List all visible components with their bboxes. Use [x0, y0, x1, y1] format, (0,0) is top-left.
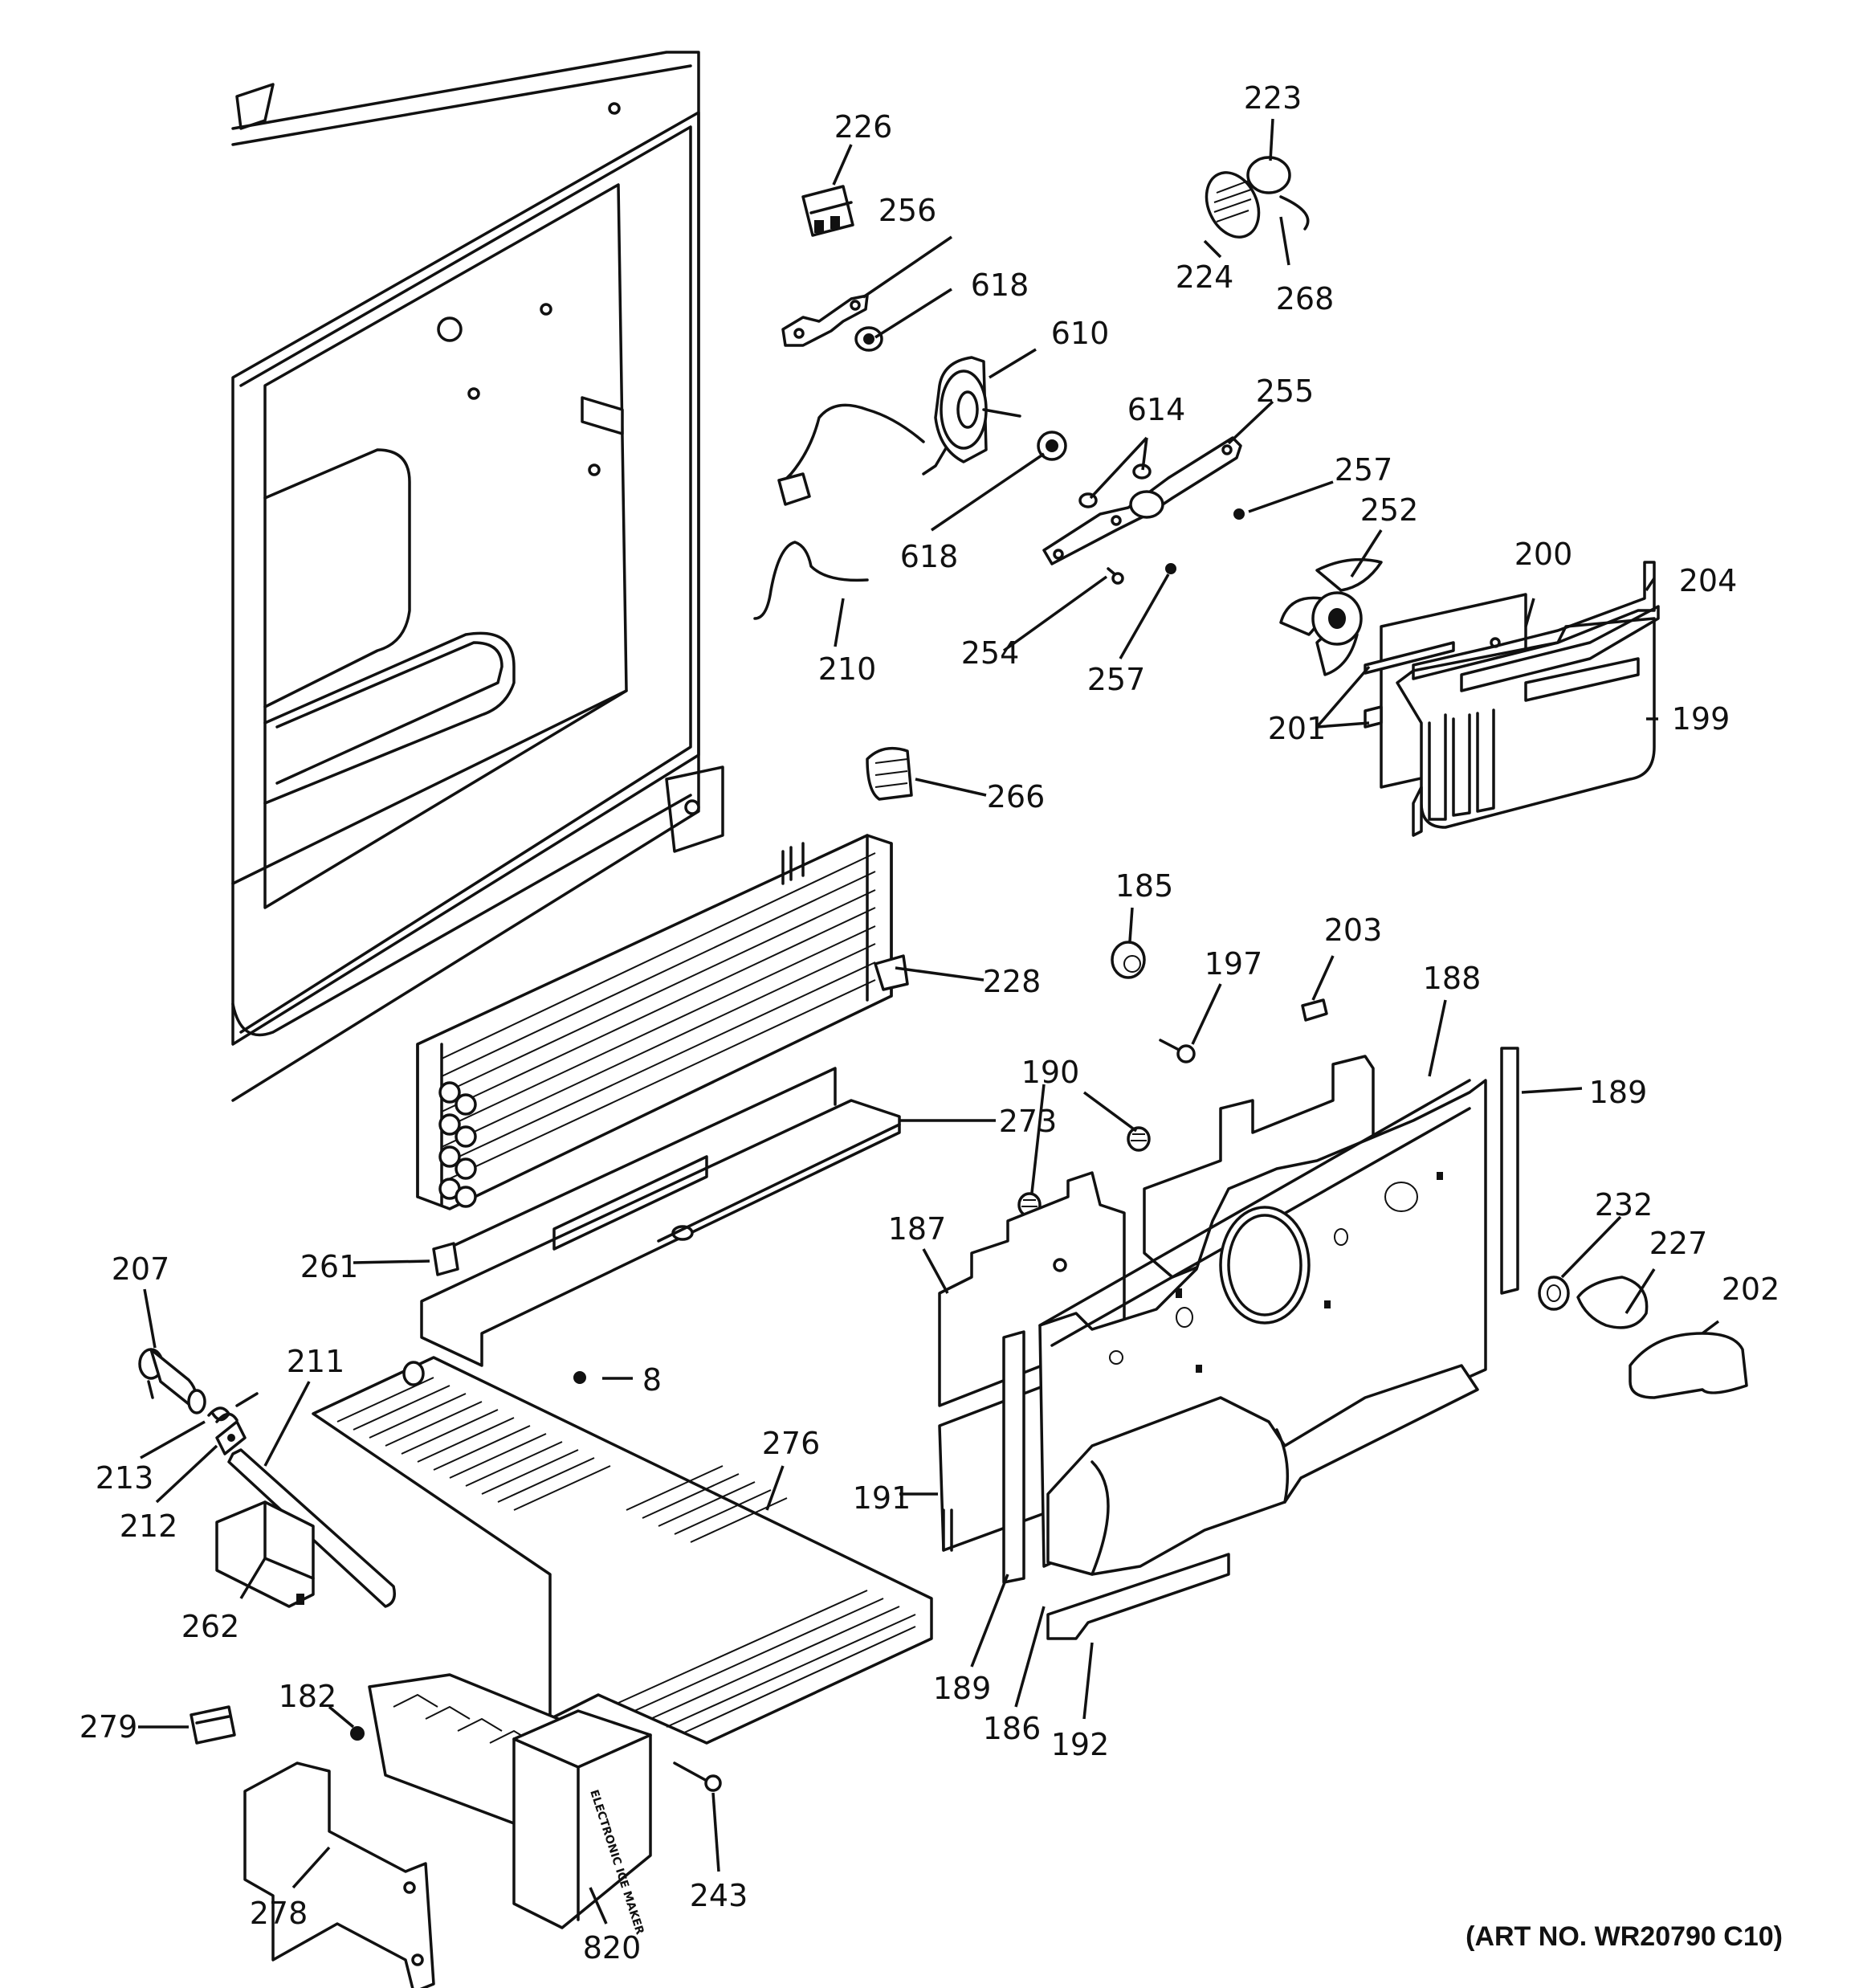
light-socket-232 — [1538, 1276, 1570, 1311]
fan-motor-610 — [777, 356, 1021, 506]
callout-202: 202 — [1721, 1272, 1780, 1307]
callout-204: 204 — [1678, 563, 1738, 598]
callout-224: 224 — [1175, 259, 1234, 295]
callout-255: 255 — [1255, 374, 1315, 409]
grille-276 — [312, 1356, 933, 1745]
drain-trough-273 — [420, 1067, 901, 1367]
callout-201: 201 — [1267, 711, 1327, 746]
air-duct-204 — [1412, 561, 1656, 680]
callout-257-lower: 257 — [1086, 662, 1146, 697]
bucket-tray-262 — [215, 1500, 315, 1608]
callout-618-lower: 618 — [899, 539, 959, 574]
callout-257-upper: 257 — [1334, 452, 1393, 488]
heater-212 — [215, 1420, 247, 1455]
callout-8: 8 — [642, 1362, 662, 1398]
callout-256: 256 — [878, 193, 937, 228]
gasket-189a — [1500, 1047, 1519, 1295]
light-bulb-227 — [1576, 1276, 1649, 1329]
screw-8 — [573, 1371, 586, 1384]
screw-254 — [1107, 567, 1124, 585]
wire-210 — [753, 541, 869, 620]
callout-212: 212 — [119, 1508, 178, 1544]
callout-207: 207 — [111, 1251, 170, 1287]
callout-191: 191 — [852, 1480, 911, 1516]
callout-182: 182 — [278, 1679, 337, 1714]
bracket-255 — [1042, 436, 1242, 565]
art-number: (ART NO. WR20790 C10) — [1466, 1921, 1783, 1952]
ice-maker-820 — [368, 1673, 652, 1929]
screw-197 — [1159, 1039, 1196, 1063]
screw-257b — [1165, 563, 1176, 574]
bracket-256 — [781, 294, 869, 347]
cap-185 — [1111, 941, 1146, 979]
evaporator-cover-199 — [1364, 593, 1660, 837]
callout-278: 278 — [249, 1896, 308, 1931]
callout-273: 273 — [998, 1104, 1058, 1139]
callout-186: 186 — [982, 1711, 1042, 1746]
callout-197: 197 — [1204, 946, 1263, 982]
callout-266: 266 — [986, 779, 1046, 814]
screw-243 — [673, 1761, 722, 1792]
callout-618-upper: 618 — [970, 267, 1029, 303]
callout-279: 279 — [79, 1709, 138, 1745]
screw-257a — [1233, 508, 1245, 520]
callout-190: 190 — [1021, 1055, 1080, 1090]
light-cover-224-223 — [1205, 156, 1310, 239]
callout-610: 610 — [1050, 316, 1110, 351]
clip-203 — [1301, 998, 1328, 1022]
front-cover-186 — [1038, 1079, 1487, 1576]
callout-187: 187 — [887, 1211, 947, 1247]
fan-blade-252 — [1279, 557, 1383, 676]
grommet-618b — [1037, 431, 1067, 461]
callout-199: 199 — [1671, 701, 1731, 737]
light-shield-202 — [1629, 1332, 1748, 1399]
air-bracket-266 — [866, 746, 913, 801]
callout-243: 243 — [689, 1878, 748, 1913]
switch-279 — [190, 1705, 236, 1745]
callout-232: 232 — [1594, 1187, 1653, 1223]
callout-223: 223 — [1243, 80, 1302, 116]
callout-192: 192 — [1050, 1727, 1110, 1762]
callout-268: 268 — [1275, 281, 1335, 316]
callout-203: 203 — [1323, 912, 1383, 948]
screw-182 — [350, 1726, 365, 1741]
freezer-liner-drawing — [231, 51, 724, 1102]
callout-252: 252 — [1360, 492, 1419, 528]
callout-254: 254 — [960, 635, 1020, 671]
callout-262: 262 — [181, 1609, 240, 1644]
gasket-189b — [1002, 1330, 1025, 1584]
sensor-261 — [432, 1242, 459, 1276]
callout-276: 276 — [761, 1426, 821, 1461]
callout-188: 188 — [1422, 961, 1482, 996]
evaporator-228 — [416, 834, 909, 1210]
callout-227: 227 — [1649, 1226, 1708, 1261]
grommet-618a — [854, 326, 883, 352]
callout-211: 211 — [286, 1344, 345, 1379]
callout-189-right: 189 — [1588, 1075, 1648, 1110]
callout-189-left: 189 — [932, 1671, 992, 1706]
callout-261: 261 — [300, 1249, 359, 1284]
callout-226: 226 — [834, 109, 893, 145]
callout-200: 200 — [1514, 537, 1573, 572]
callout-185: 185 — [1115, 868, 1174, 904]
spring-213 — [207, 1392, 259, 1423]
fill-tube-207 — [138, 1348, 206, 1414]
seal-192 — [1046, 1553, 1230, 1640]
defrost-thermostat-226 — [801, 185, 854, 237]
callout-820: 820 — [582, 1930, 642, 1966]
bracket-278 — [243, 1761, 435, 1988]
callout-228: 228 — [982, 964, 1042, 999]
callout-213: 213 — [95, 1460, 154, 1496]
plugs-190 — [1017, 1126, 1151, 1218]
leader-lines — [138, 118, 1720, 1925]
callout-210: 210 — [817, 651, 877, 687]
callout-614: 614 — [1127, 392, 1186, 427]
